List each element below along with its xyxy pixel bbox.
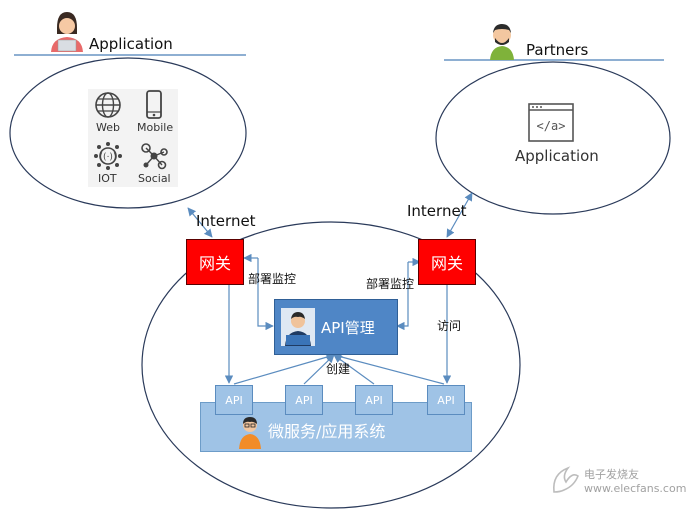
partners-title: Partners xyxy=(526,41,589,59)
api-box-4: API xyxy=(427,385,465,415)
api-box-3: API xyxy=(355,385,393,415)
create-link-1 xyxy=(233,353,335,385)
api-box-1: API xyxy=(215,385,253,415)
gateway-right: 网关 xyxy=(418,239,476,285)
create-label: 创建 xyxy=(326,362,351,376)
microservice-label: 微服务/应用系统 xyxy=(268,422,386,441)
create-link-2 xyxy=(303,354,335,385)
partner-user-icon xyxy=(484,20,520,60)
gateway-left: 网关 xyxy=(186,239,244,285)
svg-text:((·)): ((·)) xyxy=(100,153,117,163)
api-management-label: API管理 xyxy=(321,318,375,337)
watermark-text: 电子发烧友 www.elecfans.com xyxy=(584,468,687,495)
partners-application-label: Application xyxy=(515,147,599,165)
social-network-icon xyxy=(138,141,170,175)
deploy-link-left xyxy=(257,258,274,331)
icon-label-iot: IOT xyxy=(98,172,117,185)
create-link-4 xyxy=(333,352,445,385)
platform-ellipse xyxy=(141,221,521,509)
developer-avatar-icon xyxy=(281,308,315,346)
api-box-2: API xyxy=(285,385,323,415)
access-label: 访问 xyxy=(437,319,462,333)
partners-ellipse xyxy=(435,61,671,215)
microservice-user-icon xyxy=(238,415,262,453)
internet-link-left xyxy=(187,207,213,238)
application-ellipse xyxy=(9,57,247,209)
icon-label-mobile: Mobile xyxy=(137,121,174,134)
watermark-logo-icon xyxy=(548,462,582,502)
icon-label-social: Social xyxy=(138,172,171,185)
iot-chip-icon: ((·)) xyxy=(93,141,123,175)
deploy-link-right xyxy=(396,262,409,331)
deploy-monitor-label-left: 部署监控 xyxy=(248,272,297,286)
globe-icon xyxy=(93,90,123,124)
application-title: Application xyxy=(89,35,173,53)
code-window-icon: </a> xyxy=(528,103,574,147)
deploy-monitor-label-right: 部署监控 xyxy=(366,277,415,291)
internet-link-right xyxy=(446,192,473,238)
icon-label-web: Web xyxy=(96,121,120,134)
application-user-icon xyxy=(48,8,86,52)
mobile-phone-icon xyxy=(145,90,163,124)
svg-text:</a>: </a> xyxy=(537,119,566,133)
api-management-box: API管理 xyxy=(274,299,398,355)
internet-label-right: Internet xyxy=(407,202,467,220)
internet-label-left: Internet xyxy=(196,212,256,230)
